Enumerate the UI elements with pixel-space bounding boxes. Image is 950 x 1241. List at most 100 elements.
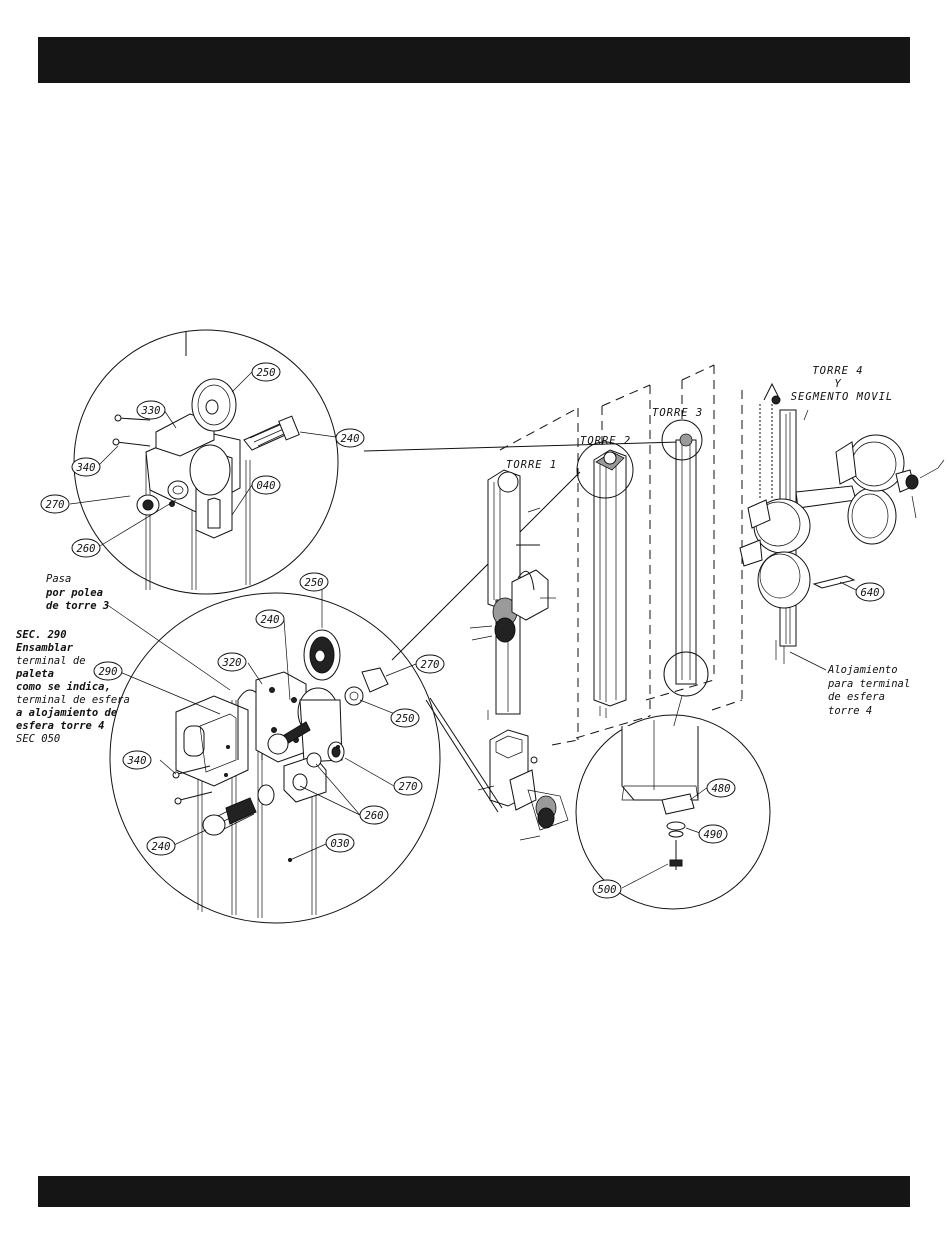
svg-text:250: 250 (257, 367, 276, 379)
callout-500: 500 (592, 879, 622, 899)
top-header-bar (38, 37, 910, 83)
callout-260-a: 260 (71, 538, 101, 558)
svg-text:esfera torre 4: esfera torre 4 (16, 720, 105, 732)
label-segmento-movil: SEGMENTO MOVIL (791, 391, 894, 403)
main-detail-view (109, 592, 441, 924)
svg-text:Ensamblar: Ensamblar (16, 642, 74, 654)
note-alojamiento: Alojamiento para terminal de esfera torr… (827, 664, 910, 717)
label-torre-2: TORRE 2 (580, 435, 631, 447)
svg-text:SEC. 290: SEC. 290 (16, 629, 67, 641)
svg-text:290: 290 (99, 666, 118, 678)
svg-text:de esfera: de esfera (828, 691, 885, 703)
svg-text:490: 490 (704, 829, 723, 841)
label-torre-4: TORRE 4 (812, 365, 863, 377)
pad-3 (847, 487, 897, 545)
svg-text:640: 640 (861, 587, 880, 599)
svg-text:240: 240 (341, 433, 360, 445)
tower-1-lever (425, 699, 499, 813)
svg-text:030: 030 (331, 838, 350, 850)
base-detail-circle (575, 714, 771, 910)
callout-240-b: 240 (255, 609, 285, 629)
callout-270-a: 270 (40, 494, 70, 514)
callout-340-b: 340 (122, 750, 152, 770)
label-torre-1: TORRE 1 (506, 459, 557, 471)
main-detail-circle (109, 592, 441, 924)
tower-2-body (593, 449, 627, 707)
callout-040: 040 (251, 475, 281, 495)
svg-text:340: 340 (127, 755, 147, 767)
detail-leader-to-torre3 (363, 441, 681, 452)
tower-2-assembly (575, 384, 651, 739)
svg-text:240: 240 (261, 614, 280, 626)
svg-text:250: 250 (305, 577, 324, 589)
pasa-leader (105, 603, 231, 691)
svg-text:para terminal: para terminal (827, 678, 910, 690)
callout-270-b: 270 (415, 654, 445, 674)
svg-text:de torre 3: de torre 3 (46, 600, 109, 612)
bolt-240-lower (202, 814, 226, 836)
svg-text:paleta: paleta (15, 668, 54, 680)
plate-640 (812, 575, 856, 589)
svg-text:480: 480 (712, 783, 731, 795)
note-pasa: Pasa por polea de torre 3 (45, 573, 109, 612)
svg-text:terminal de: terminal de (16, 655, 86, 667)
pad-2 (757, 551, 811, 609)
base-detail-view (575, 714, 771, 910)
svg-text:250: 250 (396, 713, 415, 725)
top-detail-view (73, 329, 339, 595)
tower-3-body (675, 439, 697, 685)
svg-text:por polea: por polea (45, 587, 103, 599)
callout-320: 320 (217, 652, 247, 672)
callout-250-c: 250 (390, 708, 420, 728)
label-torre-3: TORRE 3 (652, 407, 703, 419)
moving-segment-arm (795, 485, 857, 509)
nut-270-main (361, 667, 389, 693)
callout-250-a: 250 (251, 362, 281, 382)
svg-text:Alojamiento: Alojamiento (827, 664, 898, 676)
base-tube (621, 726, 699, 801)
ball-terminal (257, 784, 275, 806)
part-490 (666, 821, 686, 831)
svg-text:260: 260 (77, 543, 96, 555)
washer-260-main (344, 686, 364, 706)
paddle-bracket-290 (175, 695, 249, 787)
svg-text:330: 330 (141, 405, 161, 417)
tower-3-bottom-detail-circle (663, 651, 709, 697)
svg-text:270: 270 (421, 659, 440, 671)
svg-text:SEC 050: SEC 050 (16, 733, 60, 745)
callout-480: 480 (706, 778, 736, 798)
tower-3-top-detail-circle (661, 419, 703, 461)
washer-260-top (167, 480, 189, 500)
pad-4 (847, 434, 905, 492)
note-sec290: SEC. 290 Ensamblar terminal de paleta co… (15, 629, 130, 745)
tower-2-top-detail-circle (576, 441, 634, 499)
detail-leader-to-torre2 (391, 471, 581, 661)
callout-490: 490 (698, 824, 728, 844)
callout-340-a: 340 (71, 457, 101, 477)
svg-text:500: 500 (598, 884, 617, 896)
svg-text:270: 270 (399, 781, 418, 793)
callout-330: 330 (136, 400, 166, 420)
svg-text:240: 240 (152, 841, 171, 853)
svg-text:040: 040 (257, 480, 276, 492)
svg-text:Pasa: Pasa (46, 573, 71, 585)
label-torre-4-y: Y (834, 378, 841, 390)
svg-text:a alojamiento de: a alojamiento de (16, 707, 117, 719)
part-500 (669, 859, 683, 867)
callout-260-b: 260 (359, 805, 389, 825)
svg-text:340: 340 (76, 462, 96, 474)
callout-290: 290 (93, 661, 123, 681)
svg-text:270: 270 (46, 499, 65, 511)
svg-text:torre 4: torre 4 (828, 705, 872, 717)
tower-3-assembly (645, 364, 715, 741)
svg-text:terminal de esfera: terminal de esfera (16, 694, 130, 706)
tower-4-assembly (711, 382, 945, 711)
callout-240-a: 240 (335, 428, 365, 448)
callout-030: 030 (325, 833, 355, 853)
part-480 (661, 793, 695, 815)
callout-250-b: 250 (299, 572, 329, 592)
svg-text:320: 320 (222, 657, 242, 669)
callout-270-c: 270 (393, 776, 423, 796)
callout-640: 640 (855, 582, 885, 602)
